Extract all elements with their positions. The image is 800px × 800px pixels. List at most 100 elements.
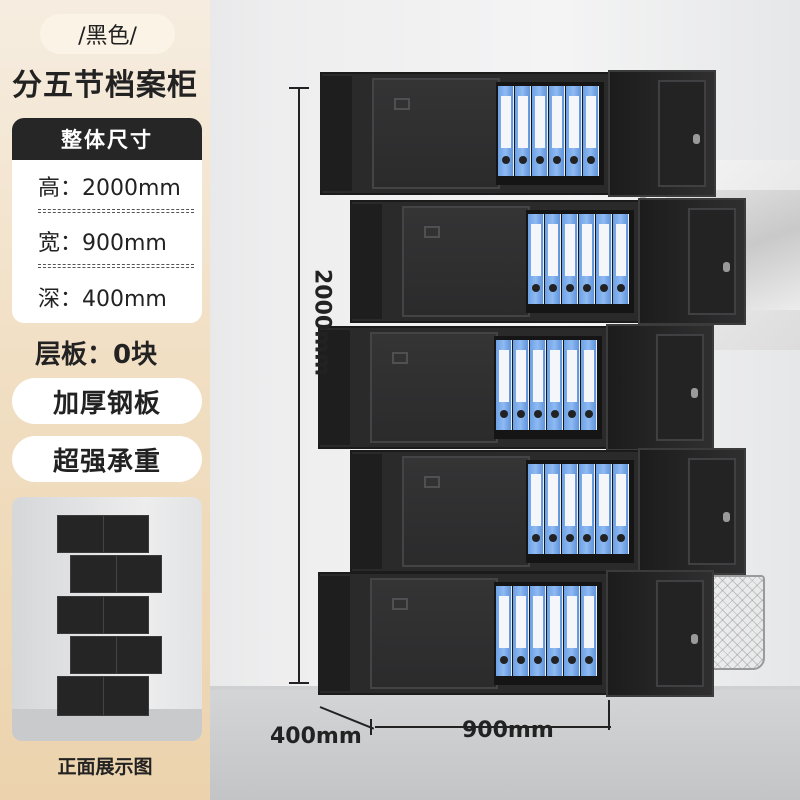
thumbnail-section [70, 555, 162, 593]
spec-depth: 深：400mm [38, 287, 167, 312]
door-panel [688, 208, 736, 315]
blue-binder [613, 464, 629, 554]
binder-ring-hole [532, 284, 540, 292]
blue-binder [496, 340, 512, 430]
cabinet-side [350, 454, 382, 569]
blue-binder [498, 86, 514, 176]
thumbnail-section [57, 515, 149, 553]
height-label: 2000mm [309, 268, 335, 377]
blue-binder [547, 586, 563, 676]
thumbnail-caption: 正面展示图 [57, 756, 153, 778]
binder-label [569, 96, 579, 148]
binder-label [565, 474, 575, 526]
binder-label [516, 596, 526, 648]
door-panel [688, 458, 736, 565]
binder-label [533, 596, 543, 648]
cabinet-section [350, 198, 746, 325]
binder-label [582, 474, 592, 526]
binder-label [550, 596, 560, 648]
binder-label [518, 96, 528, 148]
height-dimension-line [298, 88, 300, 683]
binder-ring-hole [551, 656, 559, 664]
door-panel [656, 580, 704, 687]
binder-label [535, 96, 545, 148]
open-door [608, 70, 716, 197]
width-dimension-line [375, 726, 611, 728]
binder-label [531, 474, 541, 526]
width-tick-left [370, 719, 372, 735]
binder-label [550, 350, 560, 402]
spec-divider [38, 209, 194, 210]
binder-label [567, 350, 577, 402]
size-spec-card: 整体尺寸 高：2000mm 宽：900mm 深：400mm [12, 118, 202, 323]
binder-label [548, 224, 558, 276]
blue-binder [532, 86, 548, 176]
binder-label [567, 596, 577, 648]
cabinet-side [318, 330, 350, 445]
shelf-count: 层板：0块 [35, 340, 158, 370]
binder-ring-hole [600, 284, 608, 292]
binder-label [616, 224, 626, 276]
spec-width: 宽：900mm [38, 231, 167, 256]
binder-label [582, 224, 592, 276]
binder-ring-hole [500, 656, 508, 664]
binder-label [499, 350, 509, 402]
sliding-door [402, 456, 530, 567]
blue-binder [530, 340, 546, 430]
binder-ring-hole [617, 284, 625, 292]
binder-ring-hole [517, 656, 525, 664]
blue-binder [613, 214, 629, 304]
blue-binder [545, 464, 561, 554]
spec-divider [38, 212, 194, 213]
door-handle-icon [392, 352, 408, 364]
binder-ring-hole [583, 534, 591, 542]
binder-ring-hole [549, 284, 557, 292]
binder-ring-hole [570, 156, 578, 164]
blue-binder [513, 340, 529, 430]
lock-icon [723, 512, 730, 522]
blue-binder [496, 586, 512, 676]
binder-ring-hole [600, 534, 608, 542]
thumbnail-section [70, 636, 162, 674]
binder-label [586, 96, 596, 148]
thumbnail-section [57, 676, 149, 716]
binder-ring-hole [500, 410, 508, 418]
info-panel: /黑色/ 分五节档案柜 整体尺寸 高：2000mm 宽：900mm 深：400m… [0, 0, 210, 800]
blue-binder [545, 214, 561, 304]
lock-icon [691, 634, 698, 644]
blue-binder [513, 586, 529, 676]
sliding-door [372, 78, 500, 189]
open-door [606, 324, 714, 451]
binder-ring-hole [585, 410, 593, 418]
blue-binder [564, 586, 580, 676]
blue-binder [564, 340, 580, 430]
blue-binder [581, 340, 597, 430]
binder-ring-hole [502, 156, 510, 164]
blue-binder [562, 214, 578, 304]
cabinet-section [318, 324, 714, 451]
door-handle-icon [392, 598, 408, 610]
binder-ring-hole [585, 656, 593, 664]
blue-binder [549, 86, 565, 176]
spec-divider [38, 267, 194, 268]
height-tick-bottom [289, 682, 309, 684]
cabinet-section [318, 570, 714, 697]
blue-binder [596, 214, 612, 304]
blue-binder [581, 586, 597, 676]
door-panel [656, 334, 704, 441]
open-door [638, 448, 746, 575]
binder-label [565, 224, 575, 276]
binder-ring-hole [551, 410, 559, 418]
blue-binder [583, 86, 599, 176]
binder-label [584, 596, 594, 648]
blue-binder [579, 464, 595, 554]
open-door [606, 570, 714, 697]
width-tick-right [608, 700, 610, 730]
binder-ring-hole [568, 656, 576, 664]
binder-ring-hole [583, 284, 591, 292]
binder-label [548, 474, 558, 526]
feature-load-bearing: 超强承重 [12, 436, 202, 482]
blue-binder [547, 340, 563, 430]
door-handle-icon [394, 98, 410, 110]
blue-binder [596, 464, 612, 554]
